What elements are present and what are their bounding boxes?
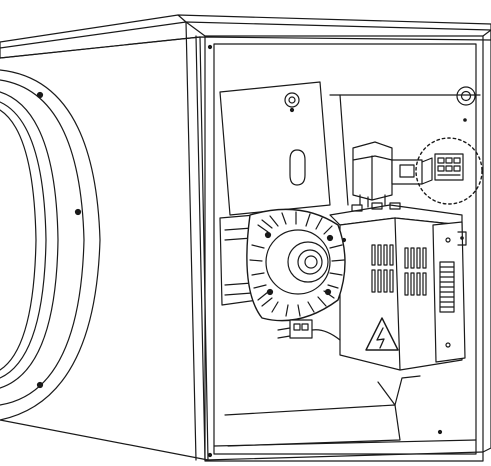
inlet-spigot <box>0 69 101 421</box>
terminal-block <box>432 221 467 363</box>
vent-slots <box>371 244 427 296</box>
warning-symbol <box>365 317 399 351</box>
fan-motor <box>219 208 347 341</box>
relay-module <box>352 141 433 208</box>
interior-panels <box>219 81 481 447</box>
motor-fins <box>249 211 345 317</box>
control-box <box>329 202 463 371</box>
highlighted-connector <box>415 137 483 205</box>
